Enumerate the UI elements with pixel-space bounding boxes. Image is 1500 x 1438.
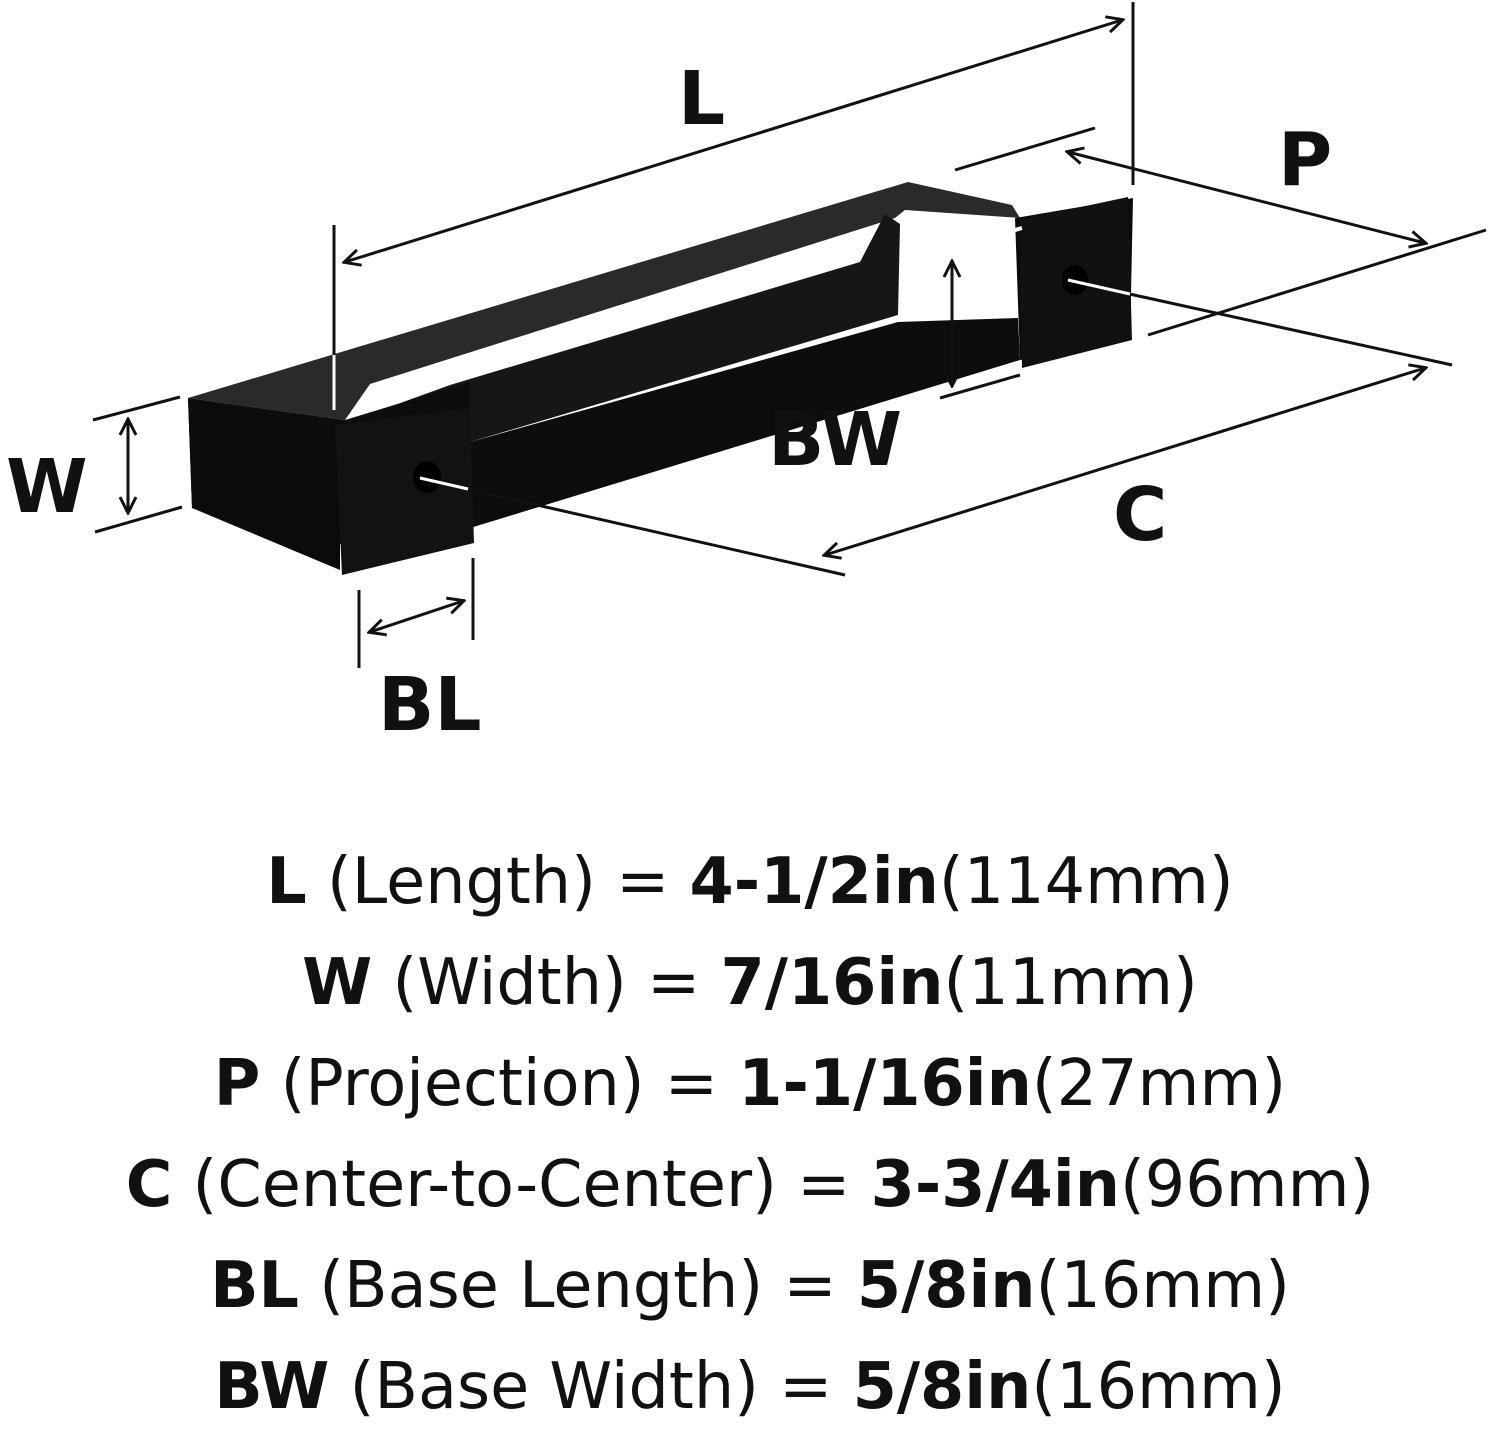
spec-desc: (Center-to-Center) = bbox=[172, 1148, 871, 1222]
w-extension-top bbox=[92, 395, 181, 422]
p-dimension-arrow bbox=[1068, 152, 1425, 243]
l-dimension-arrow bbox=[345, 20, 1122, 262]
spec-mm: (11mm) bbox=[943, 946, 1198, 1020]
c-centerline-left-white bbox=[419, 476, 469, 491]
spec-mm: (27mm) bbox=[1031, 1047, 1287, 1121]
label-l: L bbox=[678, 56, 725, 142]
handle-inner-wall bbox=[395, 214, 900, 442]
screw-hole-right bbox=[1062, 265, 1088, 295]
c-dimension-arrow bbox=[825, 368, 1425, 555]
spec-mm: (16mm) bbox=[1031, 1350, 1286, 1424]
spec-key: P bbox=[213, 1047, 261, 1121]
spec-desc: (Width) = bbox=[372, 946, 721, 1020]
c-centerline-right-white bbox=[1067, 278, 1131, 296]
label-p: P bbox=[1278, 117, 1332, 203]
spec-key: W bbox=[302, 946, 373, 1020]
c-centerline-left bbox=[426, 478, 846, 577]
p-extension-top bbox=[954, 126, 1096, 172]
w-extension-bottom bbox=[94, 505, 183, 534]
label-c: C bbox=[1113, 472, 1167, 558]
handle-left-end bbox=[188, 398, 340, 570]
c-centerline-right bbox=[1074, 280, 1453, 367]
spec-center-to-center: C (Center-to-Center) = 3-3/4in(96mm) bbox=[5, 1135, 1495, 1236]
spec-desc: (Projection) = bbox=[260, 1047, 739, 1121]
spec-desc: (Length) = bbox=[306, 845, 690, 919]
spec-projection: P (Projection) = 1-1/16in(27mm) bbox=[5, 1034, 1495, 1135]
dimension-lines bbox=[92, 2, 1487, 668]
spec-base-width: BW (Base Width) = 5/8in(16mm) bbox=[5, 1337, 1495, 1438]
bw-extension-top bbox=[929, 226, 1023, 257]
spec-key: BL bbox=[210, 1249, 300, 1323]
spec-key: BW bbox=[214, 1350, 330, 1424]
spec-length: L (Length) = 4-1/2in(114mm) bbox=[5, 832, 1495, 933]
spec-base-length: BL (Base Length) = 5/8in(16mm) bbox=[5, 1236, 1495, 1337]
label-bl: BL bbox=[378, 662, 482, 748]
pull-handle-diagram: L P BW W C BL bbox=[6, 2, 1487, 748]
label-w: W bbox=[6, 444, 88, 530]
spec-mm: (96mm) bbox=[1119, 1148, 1375, 1222]
p-extension-bottom bbox=[1147, 228, 1487, 337]
spec-key: C bbox=[125, 1148, 173, 1222]
spec-desc: (Base Length) = bbox=[299, 1249, 857, 1323]
bl-dimension-arrow bbox=[370, 601, 463, 632]
specifications-list: L (Length) = 4-1/2in(114mm) W (Width) = … bbox=[0, 832, 1500, 1438]
spec-inches: 5/8in bbox=[852, 1350, 1032, 1424]
spec-mm: (114mm) bbox=[938, 845, 1234, 919]
spec-inches: 7/16in bbox=[720, 946, 944, 1020]
spec-inches: 1-1/16in bbox=[738, 1047, 1032, 1121]
screw-hole-left bbox=[413, 461, 441, 493]
spec-key: L bbox=[266, 845, 307, 919]
pull-handle bbox=[188, 182, 1133, 575]
spec-inches: 3-3/4in bbox=[870, 1148, 1120, 1222]
base-plate-left bbox=[335, 408, 474, 575]
spec-inches: 5/8in bbox=[856, 1249, 1036, 1323]
label-bw: BW bbox=[768, 397, 902, 483]
spec-mm: (16mm) bbox=[1035, 1249, 1290, 1323]
spec-desc: (Base Width) = bbox=[329, 1350, 853, 1424]
spec-width: W (Width) = 7/16in(11mm) bbox=[5, 933, 1495, 1034]
spec-inches: 4-1/2in bbox=[689, 845, 939, 919]
